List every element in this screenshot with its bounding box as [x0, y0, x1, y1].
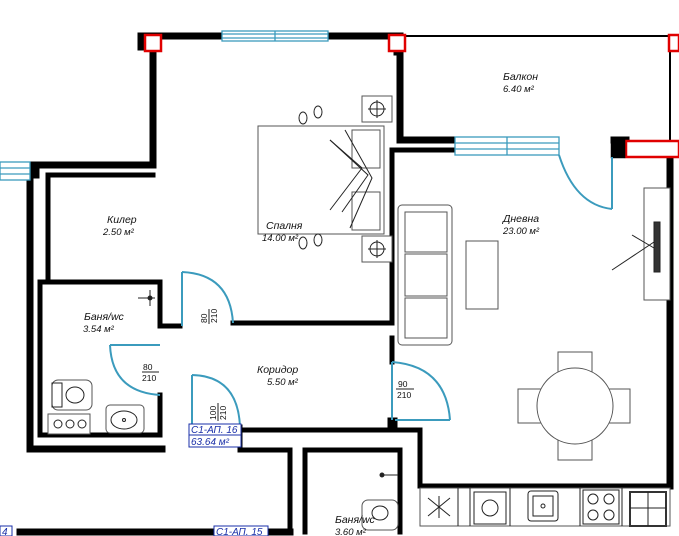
room-area-banya-left: 3.54 м² — [83, 324, 115, 335]
column — [610, 137, 626, 159]
furniture — [47, 95, 671, 531]
room-name-banya-left: Баня/wc — [84, 311, 125, 323]
doors — [109, 154, 613, 428]
column — [387, 33, 407, 53]
apartment-tag-left-edge: 4 — [0, 525, 13, 536]
coffee-table-icon — [465, 240, 499, 310]
door-balcony — [558, 154, 613, 210]
nightstand-lamp-icon — [361, 95, 393, 123]
svg-text:210: 210 — [397, 390, 411, 400]
fridge-icon — [427, 496, 451, 518]
room-name-spalnya: Спалня — [266, 220, 303, 232]
door-dimensions: 80 210 80 210 100 210 90 210 — [142, 309, 414, 421]
windows — [0, 30, 560, 181]
room-name-balkon: Балкон — [503, 71, 538, 83]
sofa-icon — [397, 204, 453, 346]
room-name-kiler: Килер — [107, 214, 137, 226]
svg-text:210: 210 — [218, 406, 228, 420]
column — [667, 33, 679, 53]
window-balcony — [454, 136, 560, 156]
svg-text:210: 210 — [209, 309, 219, 323]
room-name-banya-bottom: Баня/wc — [335, 514, 376, 526]
room-area-dnevna: 23.00 м² — [502, 226, 540, 237]
room-area-banya-bottom: 3.60 м² — [335, 527, 367, 536]
oven-icon — [629, 491, 667, 527]
window-top — [221, 30, 329, 42]
dim-bath-left: 80 210 — [142, 362, 159, 383]
room-name-koridor: Коридор — [257, 364, 298, 376]
room-name-dnevna: Дневна — [502, 213, 539, 225]
window-left — [0, 161, 31, 181]
washing-machine-icon — [47, 413, 91, 435]
room-labels: Балкон 6.40 м² Дневна 23.00 м² Килер 2.5… — [83, 71, 540, 536]
bed-icon — [257, 125, 385, 235]
apartment-area: 63.64 м² — [191, 437, 230, 448]
svg-text:100: 100 — [208, 406, 218, 420]
room-area-koridor: 5.50 м² — [267, 377, 299, 388]
kitchen-sink-icon — [527, 490, 559, 522]
apartment-code-next: С1-АП. 15 — [216, 527, 263, 536]
door-entry — [191, 374, 241, 428]
nightstand-lamp-icon — [361, 235, 393, 263]
room-area-spalnya: 14.00 м² — [262, 233, 299, 244]
interior-walls — [16, 52, 673, 536]
dim-entry: 100 210 — [208, 403, 228, 421]
column — [143, 33, 163, 53]
room-area-balkon: 6.40 м² — [503, 84, 535, 95]
door-bath-left — [109, 344, 161, 396]
svg-text:210: 210 — [142, 373, 156, 383]
svg-text:90: 90 — [398, 379, 408, 389]
dim-living: 90 210 — [396, 379, 414, 400]
apartment-code: С1-АП. 16 — [191, 425, 238, 436]
shower-icon — [138, 290, 155, 306]
toilet-icon — [361, 499, 399, 531]
apartment-code-left-edge: 4 — [2, 527, 8, 536]
svg-text:80: 80 — [199, 313, 209, 323]
sink-icon — [105, 404, 145, 434]
door-bath-top — [181, 271, 234, 326]
columns — [143, 33, 679, 159]
dim-bath-top: 80 210 — [199, 309, 219, 324]
apartment-tag-current: С1-АП. 16 63.64 м² — [188, 423, 242, 448]
slippers-icon — [298, 105, 323, 250]
door-living — [391, 361, 451, 421]
dining-table-icon — [517, 351, 631, 461]
dishwasher-icon — [473, 491, 507, 525]
shower-icon — [379, 472, 398, 478]
column — [624, 139, 679, 159]
svg-text:80: 80 — [143, 362, 153, 372]
apartment-tag-next: С1-АП. 15 — [213, 525, 269, 536]
tv-unit-icon — [611, 187, 671, 301]
cooktop-icon — [582, 489, 620, 525]
toilet-icon — [51, 379, 93, 411]
room-area-kiler: 2.50 м² — [102, 227, 135, 238]
